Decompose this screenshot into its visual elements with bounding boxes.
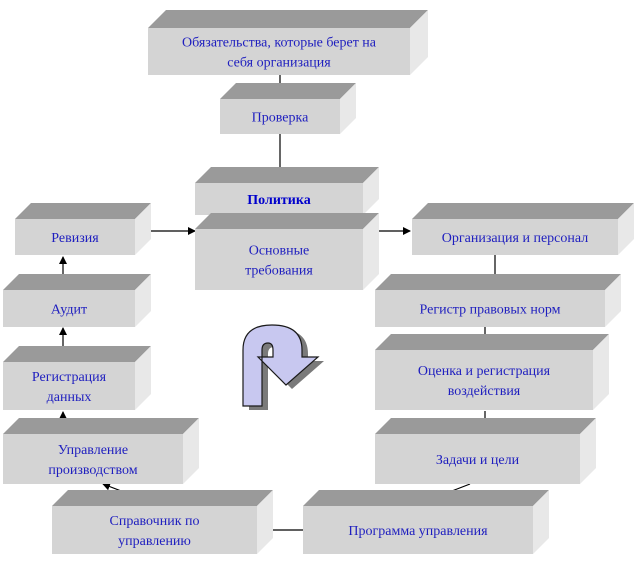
box-management-handbook-side-face — [257, 490, 273, 554]
box-audit-top-face — [3, 274, 151, 290]
box-audit-front-face — [3, 290, 135, 327]
box-verification-label: Проверка — [252, 111, 309, 126]
box-org-personnel-front-face — [412, 219, 618, 255]
box-legal-register-side-face — [605, 274, 621, 327]
box-audit: Аудит — [3, 274, 151, 327]
box-policy-front-face — [195, 183, 363, 215]
box-data-registration-side-face — [135, 346, 151, 410]
box-management-handbook-top-face — [52, 490, 273, 506]
box-obligations-top-face — [148, 10, 428, 28]
box-org-personnel-side-face — [618, 203, 634, 255]
box-org-personnel: Организация и персонал — [412, 203, 634, 255]
u-turn-arrow-icon — [242, 324, 324, 410]
box-management-program-top-face — [303, 490, 549, 506]
box-basic-requirements-front-face — [195, 229, 363, 290]
box-revision-label: Ревизия — [51, 231, 99, 246]
box-tasks-goals-label: Задачи и цели — [436, 453, 520, 468]
box-legal-register-label: Регистр правовых норм — [420, 303, 561, 318]
box-basic-requirements-top-face — [195, 213, 379, 229]
box-tasks-goals-front-face — [375, 434, 580, 484]
box-basic-requirements-side-face — [363, 213, 379, 290]
box-obligations-front-face — [148, 28, 410, 75]
box-management-program-side-face — [533, 490, 549, 554]
box-verification-side-face — [340, 83, 356, 134]
box-tasks-goals-top-face — [375, 418, 596, 434]
box-tasks-goals: Задачи и цели — [375, 418, 596, 484]
box-production-management-top-face — [3, 418, 199, 434]
box-revision: Ревизия — [15, 203, 151, 255]
box-org-personnel-label: Организация и персонал — [442, 231, 588, 246]
box-verification: Проверка — [220, 83, 356, 134]
box-impact-assessment-front-face — [375, 350, 593, 410]
box-impact-assessment-top-face — [375, 334, 609, 350]
box-management-program: Программа управления — [303, 490, 549, 554]
box-tasks-goals-side-face — [580, 418, 596, 484]
box-impact-assessment-side-face — [593, 334, 609, 410]
box-legal-register: Регистр правовых норм — [375, 274, 621, 327]
box-management-handbook-front-face — [52, 506, 257, 554]
box-revision-side-face — [135, 203, 151, 255]
box-audit-side-face — [135, 274, 151, 327]
box-revision-top-face — [15, 203, 151, 219]
box-policy-top-face — [195, 167, 379, 183]
box-verification-top-face — [220, 83, 356, 99]
box-production-management-side-face — [183, 418, 199, 484]
box-policy-side-face — [363, 167, 379, 215]
box-legal-register-top-face — [375, 274, 621, 290]
box-audit-label: Аудит — [51, 303, 87, 318]
box-production-management-front-face — [3, 434, 183, 484]
box-data-registration-front-face — [3, 362, 135, 410]
box-verification-front-face — [220, 99, 340, 134]
box-data-registration-top-face — [3, 346, 151, 362]
box-policy: Политика — [195, 167, 379, 215]
box-org-personnel-top-face — [412, 203, 634, 219]
box-management-program-label: Программа управления — [348, 524, 488, 539]
box-management-program-front-face — [303, 506, 533, 554]
box-legal-register-front-face — [375, 290, 605, 327]
box-policy-label: Политика — [247, 193, 310, 208]
box-obligations-side-face — [410, 10, 428, 75]
box-revision-front-face — [15, 219, 135, 255]
